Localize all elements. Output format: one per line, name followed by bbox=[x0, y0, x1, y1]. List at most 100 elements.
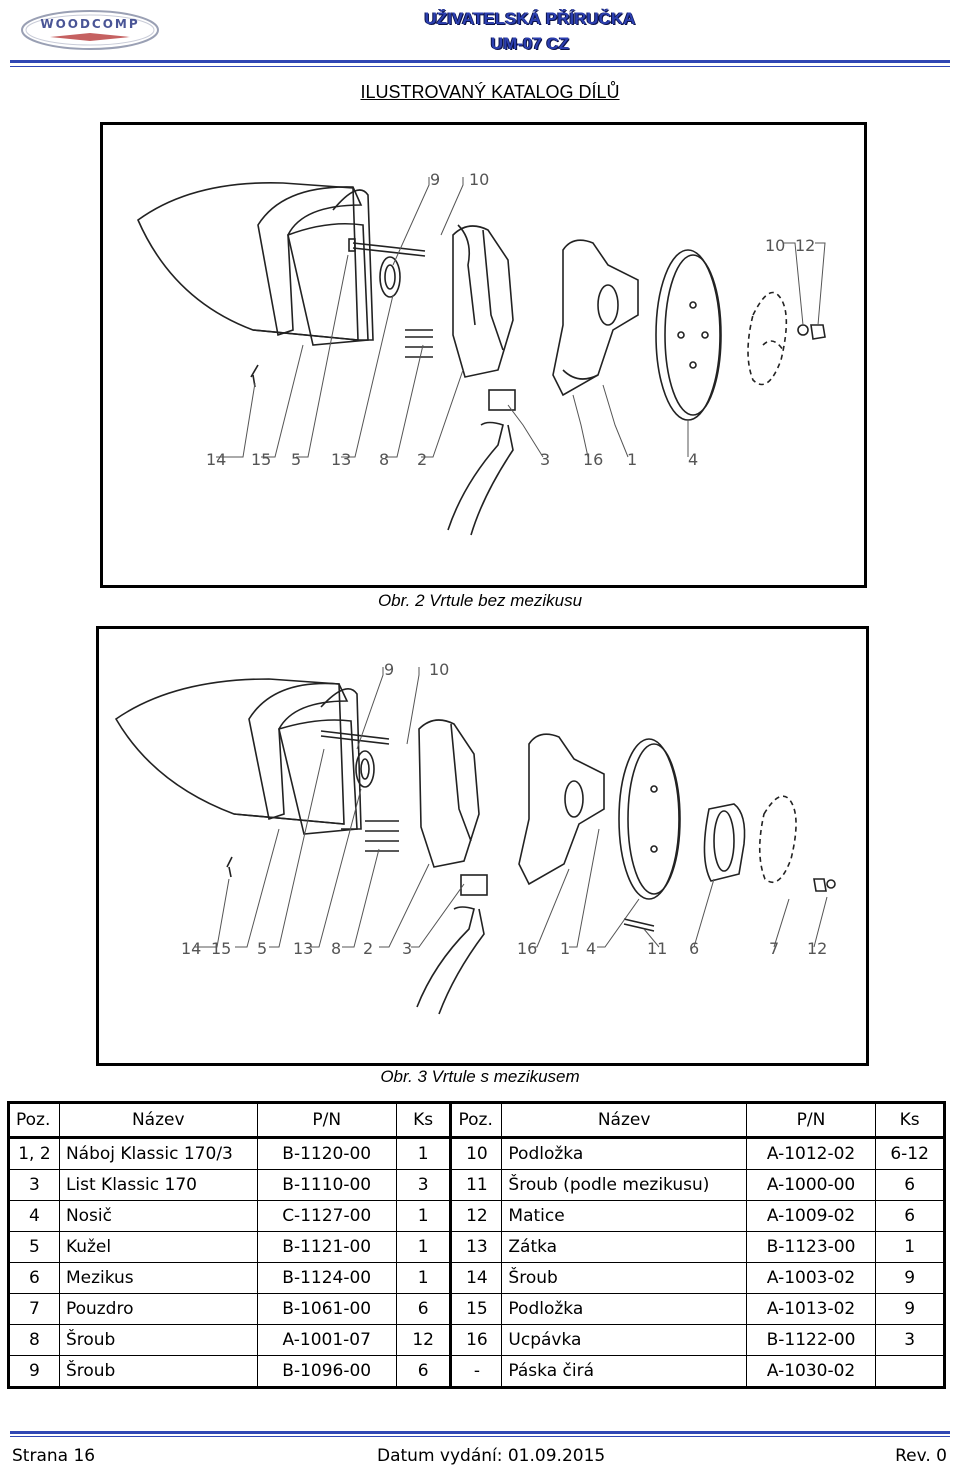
cell-pos: 5 bbox=[8, 1231, 60, 1263]
callout-16: 16 bbox=[583, 450, 603, 469]
callout-6: 6 bbox=[689, 939, 699, 958]
callout-4: 4 bbox=[688, 450, 698, 469]
cell-pos: 1, 2 bbox=[8, 1137, 60, 1170]
cell-name: Pouzdro bbox=[58, 1293, 258, 1325]
figure-3-caption: Obr. 3 Vrtule s mezikusem bbox=[380, 1067, 580, 1086]
cell-pn-2: A-1012-02 bbox=[745, 1137, 877, 1170]
cell-qty-2: 6 bbox=[875, 1169, 945, 1201]
cell-qty: 1 bbox=[395, 1200, 452, 1232]
cell-pos: 9 bbox=[8, 1355, 60, 1388]
cell-name: Šroub bbox=[58, 1355, 258, 1388]
callout-4: 4 bbox=[586, 939, 596, 958]
callout-15: 15 bbox=[211, 939, 231, 958]
cell-pos-2: 15 bbox=[449, 1293, 503, 1325]
callout-12: 12 bbox=[795, 236, 815, 255]
callout-10: 10 bbox=[469, 170, 489, 189]
cell-qty-2: 9 bbox=[875, 1293, 945, 1325]
cell-pn: B-1110-00 bbox=[256, 1169, 397, 1201]
header-pn: P/N bbox=[256, 1102, 397, 1139]
figure-propeller-with-spacer: 9 10 14 15 5 13 8 2 3 16 1 4 11 6 7 12 bbox=[96, 626, 869, 1066]
cell-qty: 1 bbox=[395, 1231, 452, 1263]
footer-rule-thin bbox=[10, 1436, 950, 1437]
callout-14: 14 bbox=[181, 939, 201, 958]
woodcomp-logo: WOODCOMP bbox=[20, 8, 160, 54]
header-qty: Ks bbox=[395, 1102, 452, 1139]
callout-3: 3 bbox=[540, 450, 550, 469]
cell-pn-2: A-1013-02 bbox=[745, 1293, 877, 1325]
cell-pn: C-1127-00 bbox=[256, 1200, 397, 1232]
header-name: Název bbox=[58, 1102, 258, 1139]
cell-qty: 12 bbox=[395, 1324, 452, 1356]
callout-13: 13 bbox=[331, 450, 351, 469]
cell-name-2: Matice bbox=[501, 1200, 747, 1232]
table-header-row: Poz. Název P/N Ks Poz. Název P/N Ks bbox=[8, 1102, 945, 1139]
header-name-2: Název bbox=[501, 1102, 747, 1139]
header-qty-2: Ks bbox=[875, 1102, 945, 1139]
callout-2: 2 bbox=[417, 450, 427, 469]
cell-pos: 7 bbox=[8, 1293, 60, 1325]
cell-pn-2: B-1122-00 bbox=[745, 1324, 877, 1356]
callout-5: 5 bbox=[291, 450, 301, 469]
callout-8: 8 bbox=[379, 450, 389, 469]
cell-name-2: Podložka bbox=[501, 1137, 747, 1170]
cell-pn-2: A-1003-02 bbox=[745, 1262, 877, 1294]
cell-pos-2: 12 bbox=[449, 1200, 503, 1232]
cell-pn-2: A-1000-00 bbox=[745, 1169, 877, 1201]
header-pos: Poz. bbox=[8, 1102, 60, 1139]
figure-2-caption: Obr. 2 Vrtule bez mezikusu bbox=[377, 591, 583, 610]
cell-qty-2: 6-12 bbox=[875, 1137, 945, 1170]
cell-pn-2: A-1030-02 bbox=[745, 1355, 877, 1388]
document-title-line-1: UŽIVATELSKÁ PŘÍRUČKA bbox=[424, 9, 636, 28]
cell-qty-2: 9 bbox=[875, 1262, 945, 1294]
callout-8: 8 bbox=[331, 939, 341, 958]
cell-qty-2 bbox=[875, 1355, 945, 1388]
footer-revision: Rev. 0 bbox=[895, 1446, 947, 1466]
logo-text: WOODCOMP bbox=[40, 17, 139, 31]
callout-3: 3 bbox=[402, 939, 412, 958]
cell-qty: 1 bbox=[395, 1262, 452, 1294]
footer-issue-date: Datum vydání: 01.09.2015 bbox=[377, 1446, 606, 1466]
header-rule-thin bbox=[10, 66, 950, 67]
cell-name-2: Podložka bbox=[501, 1293, 747, 1325]
cell-pn-2: A-1009-02 bbox=[745, 1200, 877, 1232]
header-pos-2: Poz. bbox=[449, 1102, 503, 1139]
header-pn-2: P/N bbox=[745, 1102, 877, 1139]
header-rule-thick bbox=[10, 60, 950, 63]
callout-7: 7 bbox=[769, 939, 779, 958]
cell-pos: 3 bbox=[8, 1169, 60, 1201]
figure-propeller-without-spacer: 9 10 10 12 14 15 5 13 8 2 3 16 1 4 bbox=[100, 122, 867, 588]
callout-2: 2 bbox=[363, 939, 373, 958]
callout-9: 9 bbox=[384, 660, 394, 679]
callout-9: 9 bbox=[430, 170, 440, 189]
callout-13: 13 bbox=[293, 939, 313, 958]
cell-qty: 3 bbox=[395, 1169, 452, 1201]
cell-pn: B-1061-00 bbox=[256, 1293, 397, 1325]
cell-pos-2: 16 bbox=[449, 1324, 503, 1356]
callout-15: 15 bbox=[251, 450, 271, 469]
document-title-line-2: UM-07 CZ bbox=[490, 34, 570, 53]
cell-pos-2: 14 bbox=[449, 1262, 503, 1294]
cell-pos: 8 bbox=[8, 1324, 60, 1356]
cell-name: Náboj Klassic 170/3 bbox=[58, 1137, 258, 1170]
cell-name-2: Šroub (podle mezikusu) bbox=[501, 1169, 747, 1201]
cell-pos-2: - bbox=[449, 1355, 503, 1388]
callout-14: 14 bbox=[206, 450, 226, 469]
exploded-view-drawing: 9 10 10 12 14 15 5 13 8 2 3 16 1 4 bbox=[137, 170, 826, 536]
cell-qty: 6 bbox=[395, 1293, 452, 1325]
cell-pn-2: B-1123-00 bbox=[745, 1231, 877, 1263]
cell-pn: A-1001-07 bbox=[256, 1324, 397, 1356]
footer-rule-thick bbox=[10, 1431, 950, 1434]
cell-pos-2: 10 bbox=[449, 1137, 503, 1170]
cell-name: Mezikus bbox=[58, 1262, 258, 1294]
cell-name-2: Šroub bbox=[501, 1262, 747, 1294]
cell-pos-2: 13 bbox=[449, 1231, 503, 1263]
catalog-title: ILUSTROVANÝ KATALOG DÍLŮ bbox=[360, 82, 620, 102]
callout-16: 16 bbox=[517, 939, 537, 958]
cell-pos: 4 bbox=[8, 1200, 60, 1232]
cell-name: Kužel bbox=[58, 1231, 258, 1263]
